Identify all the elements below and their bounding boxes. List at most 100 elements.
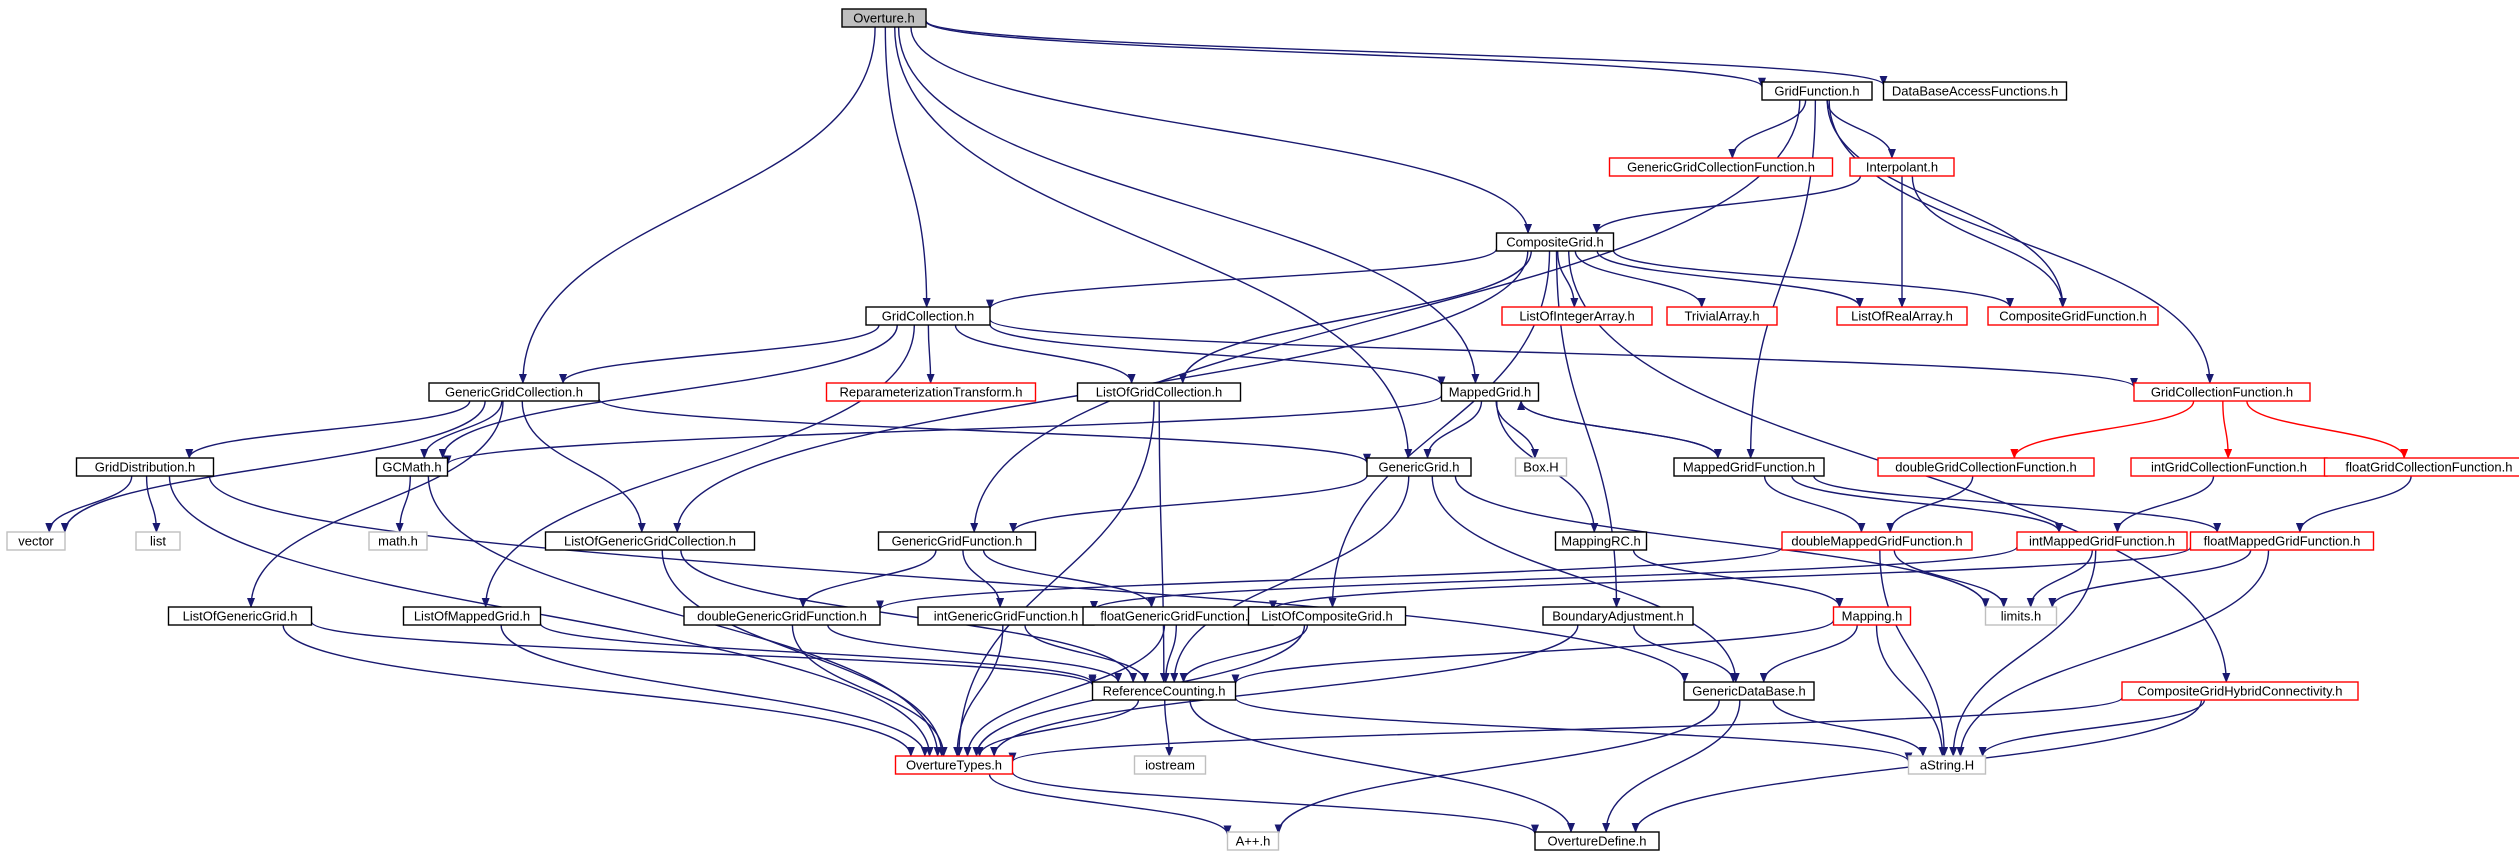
node-overturetypes[interactable]: OvertureTypes.h xyxy=(894,755,1014,775)
node-label: MappedGrid.h xyxy=(1449,385,1531,400)
node-mappedgridfunction[interactable]: MappedGridFunction.h xyxy=(1673,457,1825,477)
node-listofrealarray[interactable]: ListOfRealArray.h xyxy=(1836,306,1968,326)
edge-line xyxy=(1556,250,1579,308)
edge-line xyxy=(1612,250,2014,308)
node-doublemappedgridfunction[interactable]: doubleMappedGridFunction.h xyxy=(1781,531,1973,551)
edge-compositegrid-to-listofintegerarray xyxy=(1556,250,1579,308)
edge-line xyxy=(1454,475,1990,609)
node-label: CompositeGridHybridConnectivity.h xyxy=(2138,684,2343,699)
node-mathh[interactable]: math.h xyxy=(368,531,428,551)
edge-mapping-to-astring xyxy=(1875,624,1947,757)
node-floatmappedgridfunction[interactable]: floatMappedGridFunction.h xyxy=(2189,531,2375,551)
node-label: doubleGenericGridFunction.h xyxy=(697,609,867,624)
node-intgridcollectionfunction[interactable]: intGridCollectionFunction.h xyxy=(2130,457,2328,477)
edge-line xyxy=(2048,549,2252,608)
node-label: GenericGridCollectionFunction.h xyxy=(1627,160,1815,175)
edge-intgenericgridfunction-to-overturetypes xyxy=(953,624,1004,757)
edge-genericgridcollection-to-listofgenericgrid xyxy=(247,400,504,608)
node-doublegridcollectionfunction[interactable]: doubleGridCollectionFunction.h xyxy=(1877,457,2095,477)
node-mappingrc[interactable]: MappingRC.h xyxy=(1554,531,1648,551)
node-trivialarray[interactable]: TrivialArray.h xyxy=(1666,306,1778,326)
edge-line xyxy=(500,624,929,757)
node-limits[interactable]: limits.h xyxy=(1984,606,2058,626)
node-label: Interpolant.h xyxy=(1866,160,1938,175)
node-compositegridhybrid[interactable]: CompositeGridHybridConnectivity.h xyxy=(2121,681,2359,701)
node-overturedefine[interactable]: OvertureDefine.h xyxy=(1534,831,1660,851)
edge-line xyxy=(518,26,876,384)
edge-line xyxy=(799,549,937,608)
node-griddistribution[interactable]: GridDistribution.h xyxy=(75,457,215,477)
edge-line xyxy=(1164,699,1174,757)
edge-line xyxy=(990,624,1579,757)
edge-compositegrid-to-boundaryadjustment xyxy=(1555,250,1621,608)
edge-line xyxy=(1978,699,2206,757)
node-genericgridfunction[interactable]: GenericGridFunction.h xyxy=(877,531,1037,551)
node-doublegenericgridfunction[interactable]: doubleGenericGridFunction.h xyxy=(683,606,881,626)
edge-overture-to-dbaccess xyxy=(925,20,1888,86)
node-box xyxy=(1542,606,1694,626)
node-referencecounting[interactable]: ReferenceCounting.h xyxy=(1091,681,1237,701)
node-reparam[interactable]: ReparameterizationTransform.h xyxy=(825,382,1037,402)
edge-listofmappedgrid-to-overturetypes xyxy=(500,624,929,757)
node-overture[interactable]: Overture.h xyxy=(841,8,927,28)
node-dbaccess[interactable]: DataBaseAccessFunctions.h xyxy=(1882,81,2068,101)
edge-line xyxy=(989,324,1446,387)
node-intgenericgridfunction[interactable]: intGenericGridFunction.h xyxy=(917,606,1095,626)
edge-line xyxy=(1879,549,1949,757)
edge-floatgenericgridfunction-to-overturetypes xyxy=(963,624,1166,757)
node-interpolant[interactable]: Interpolant.h xyxy=(1849,157,1955,177)
edge-overture-to-mappedgrid xyxy=(897,26,1480,384)
node-list[interactable]: list xyxy=(135,531,181,551)
edge-listofgridcollection-to-referencecounting xyxy=(1158,400,1168,683)
node-boundaryadjustment[interactable]: BoundaryAdjustment.h xyxy=(1542,606,1694,626)
node-label: doubleMappedGridFunction.h xyxy=(1791,534,1962,549)
edge-line xyxy=(1911,175,2067,308)
node-aplusplus[interactable]: A++.h xyxy=(1226,831,1280,851)
node-label: ListOfMappedGrid.h xyxy=(414,609,530,624)
node-listofcompositegrid[interactable]: ListOfCompositeGrid.h xyxy=(1247,606,1407,626)
edge-line xyxy=(1602,699,1741,833)
node-floatgridcollectionfunction[interactable]: floatGridCollectionFunction.h xyxy=(2323,457,2519,477)
node-box xyxy=(2133,382,2311,402)
node-vector[interactable]: vector xyxy=(6,531,66,551)
node-floatgenericgridfunction[interactable]: floatGenericGridFunction.h xyxy=(1082,606,1274,626)
node-genericdatabase[interactable]: GenericDataBase.h xyxy=(1683,681,1815,701)
node-astring[interactable]: aString.H xyxy=(1907,755,1987,775)
node-box xyxy=(1849,157,1955,177)
node-genericgridcollection[interactable]: GenericGridCollection.h xyxy=(428,382,600,402)
node-intmappedgridfunction[interactable]: intMappedGridFunction.h xyxy=(2016,531,2188,551)
node-gridfunction[interactable]: GridFunction.h xyxy=(1761,81,1873,101)
edge-doublemappedgridfunction-to-astring xyxy=(1879,549,1949,757)
node-box xyxy=(1534,831,1660,851)
edge-genericgridcollection-to-vector xyxy=(60,400,486,533)
node-mapping[interactable]: Mapping.h xyxy=(1832,606,1912,626)
node-box xyxy=(2323,457,2519,477)
node-compositegridfunction[interactable]: CompositeGridFunction.h xyxy=(1987,306,2159,326)
node-listofmappedgrid[interactable]: ListOfMappedGrid.h xyxy=(402,606,542,626)
node-box xyxy=(894,755,1014,775)
node-label: GridDistribution.h xyxy=(95,460,195,475)
edge-line xyxy=(1746,99,1817,459)
edge-listofcompositegrid-to-referencecounting xyxy=(1179,624,1309,683)
node-mappedgrid[interactable]: MappedGrid.h xyxy=(1440,382,1540,402)
edge-doublegridcollectionfunction-to-doublemappedgridfunction xyxy=(1886,475,1974,533)
node-box xyxy=(1836,306,1968,326)
node-genericgridcollectionfunction[interactable]: GenericGridCollectionFunction.h xyxy=(1608,157,1834,177)
node-iostream[interactable]: iostream xyxy=(1133,755,1207,775)
edge-floatgridcollectionfunction-to-floatmappedgridfunction xyxy=(2295,475,2412,533)
node-compositegrid[interactable]: CompositeGrid.h xyxy=(1495,232,1615,252)
node-gridcollectionfunction[interactable]: GridCollectionFunction.h xyxy=(2133,382,2311,402)
node-genericgrid[interactable]: GenericGrid.h xyxy=(1366,457,1472,477)
node-box xyxy=(1495,232,1615,252)
node-gridcollection[interactable]: GridCollection.h xyxy=(865,306,991,326)
node-listofintegerarray[interactable]: ListOfIntegerArray.h xyxy=(1501,306,1653,326)
node-listofgenericgridcollection[interactable]: ListOfGenericGridCollection.h xyxy=(544,531,756,551)
node-boxh[interactable]: Box.H xyxy=(1514,457,1568,477)
node-gcmath[interactable]: GCMath.h xyxy=(375,457,449,477)
edge-genericgridfunction-to-doublegenericgridfunction xyxy=(799,549,937,608)
node-listofgridcollection[interactable]: ListOfGridCollection.h xyxy=(1076,382,1242,402)
node-label: floatGridCollectionFunction.h xyxy=(2346,460,2513,475)
node-listofgenericgrid[interactable]: ListOfGenericGrid.h xyxy=(167,606,313,626)
edge-gridcollection-to-listofgridcollection xyxy=(954,324,1136,384)
